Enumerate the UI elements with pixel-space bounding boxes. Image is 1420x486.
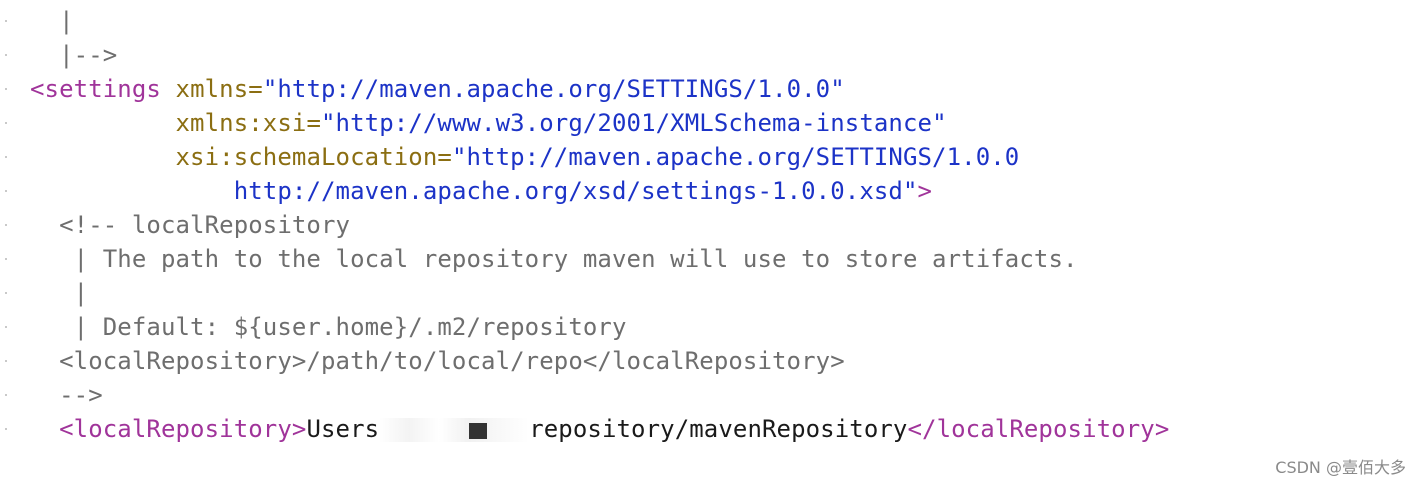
gutter-marker [5,292,7,294]
code-token [161,75,176,103]
redacted-text [379,418,530,442]
code-token: <localRepository>/path/to/local/repo</lo… [30,347,845,375]
code-line[interactable]: |--> [30,38,117,72]
code-token: http://maven.apache.org/xsd/settings-1.0… [233,177,918,205]
code-token: | [30,279,89,307]
gutter-marker [5,428,7,430]
code-line[interactable]: <localRepository>Users repository/mavenRe… [30,412,1169,446]
code-line[interactable]: xmlns:xsi="http://www.w3.org/2001/XMLSch… [30,106,947,140]
code-line[interactable]: <settings xmlns="http://maven.apache.org… [30,72,845,106]
code-line[interactable]: | [30,276,88,310]
gutter-marker [5,156,7,158]
code-token: |--> [30,41,118,69]
gutter-marker [5,326,7,328]
code-line[interactable]: | The path to the local repository maven… [30,242,1078,276]
code-token: "http://www.w3.org/2001/XMLSchema-instan… [321,109,947,137]
code-token: <localRepository> [59,415,307,443]
code-token: --> [30,381,103,409]
gutter-marker [5,54,7,56]
code-token: xmlns:xsi= [175,109,321,137]
gutter-marker [5,360,7,362]
code-token: xsi:schemaLocation= [175,143,452,171]
code-line[interactable]: --> [30,378,103,412]
code-token: <!-- localRepository [30,211,351,239]
gutter-marker [5,88,7,90]
code-line[interactable]: | Default: ${user.home}/.m2/repository [30,310,627,344]
gutter-marker [5,394,7,396]
code-line[interactable]: http://maven.apache.org/xsd/settings-1.0… [30,174,932,208]
code-token: "http://maven.apache.org/SETTINGS/1.0.0" [262,75,845,103]
code-line[interactable]: xsi:schemaLocation="http://maven.apache.… [30,140,1020,174]
code-token: | [30,7,74,35]
code-token: repository/mavenRepository [529,415,908,443]
code-token: "http://maven.apache.org/SETTINGS/1.0.0 [451,143,1020,171]
code-token [30,177,234,205]
code-line[interactable]: | [30,4,74,38]
code-token: | Default: ${user.home}/.m2/repository [30,313,627,341]
line-gutter [0,0,12,486]
watermark: CSDN @壹佰大多 [1275,458,1406,477]
code-token [30,109,176,137]
code-token: <settings [30,75,161,103]
gutter-marker [5,122,7,124]
gutter-marker [5,20,7,22]
gutter-marker [5,190,7,192]
gutter-marker [5,258,7,260]
code-token: > [917,177,933,205]
code-token: Users [306,415,380,443]
redaction-block [469,423,488,439]
gutter-marker [5,224,7,226]
code-token: </localRepository> [907,415,1170,443]
code-line[interactable]: <!-- localRepository [30,208,350,242]
code-token: xmlns= [175,75,263,103]
code-token [30,143,176,171]
code-token [30,415,59,443]
code-token: | The path to the local repository maven… [30,245,1078,273]
code-line[interactable]: <localRepository>/path/to/local/repo</lo… [30,344,845,378]
